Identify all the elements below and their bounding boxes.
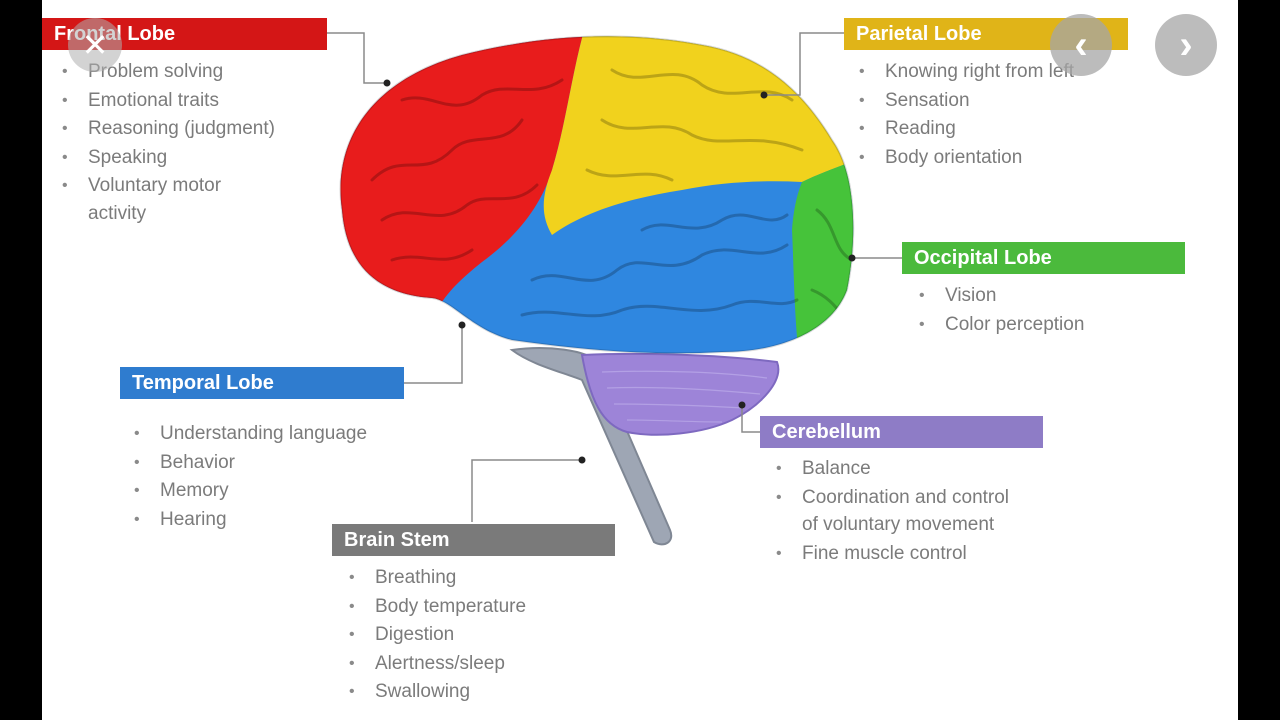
function-item: Body orientation [847,144,1074,173]
function-item: Sensation [847,87,1074,116]
cerebellum-label: Cerebellum [760,416,1043,448]
leader-endpoints [383,79,856,464]
function-item: Body temperature [337,593,526,622]
function-item: Alertness/sleep [337,650,526,679]
brain-diagram [327,32,902,546]
occipital-lobe-label: Occipital Lobe [902,242,1185,274]
function-item: Color perception [907,311,1084,340]
function-item: Emotional traits [50,87,275,116]
function-item: Behavior [122,449,367,478]
function-item: Speaking [50,144,275,173]
function-item: Fine muscle control [764,540,1009,569]
leader-lines [327,32,902,522]
function-item: Understanding language [122,420,367,449]
function-item: activity [88,202,147,224]
function-item: Vision [907,282,1084,311]
next-image-button[interactable]: › [1155,14,1217,76]
previous-image-button[interactable]: ‹ [1050,14,1112,76]
close-button[interactable]: ✕ [68,18,122,72]
frontal-lobe-functions: Problem solvingEmotional traitsReasoning… [50,58,275,228]
function-item: Hearing [122,506,367,535]
brain-stem-label: Brain Stem [332,524,615,556]
function-item: Reading [847,115,1074,144]
chevron-right-icon: › [1179,23,1193,67]
temporal-lobe-label: Temporal Lobe [120,367,404,399]
function-item: Knowing right from left [847,58,1074,87]
temporal-lobe-functions: Understanding languageBehaviorMemoryHear… [122,420,367,534]
chevron-left-icon: ‹ [1074,23,1088,67]
brain-stem-functions: BreathingBody temperatureDigestionAlertn… [337,564,526,707]
cerebrum [340,36,854,354]
frontal-lobe-shape [340,36,587,310]
function-item: Coordination and control [764,484,1009,513]
function-item: Memory [122,477,367,506]
stem-leader [471,459,582,522]
function-item: of voluntary movement [802,514,995,535]
function-item: Swallowing [337,678,526,707]
temporal-leader [404,325,463,384]
parietal-leader [764,32,844,96]
function-item: Breathing [337,564,526,593]
function-item: Problem solving [50,58,275,87]
occipital-lobe-functions: VisionColor perception [907,282,1084,339]
function-item: Reasoning (judgment) [50,115,275,144]
close-icon: ✕ [81,27,109,63]
function-item: Voluntary motor [50,172,275,201]
cerebellum-folds [601,370,768,423]
function-item: Balance [764,455,1009,484]
parietal-lobe-functions: Knowing right from leftSensationReadingB… [847,58,1074,172]
image-viewer: Frontal Lobe Problem solvingEmotional tr… [42,0,1238,720]
function-item: Digestion [337,621,526,650]
cerebellum-shape [580,352,780,436]
occipital-lobe-shape [792,150,854,354]
cerebellum-leader [741,405,760,433]
frontal-leader [327,32,387,84]
cerebrum-outline [339,35,855,355]
